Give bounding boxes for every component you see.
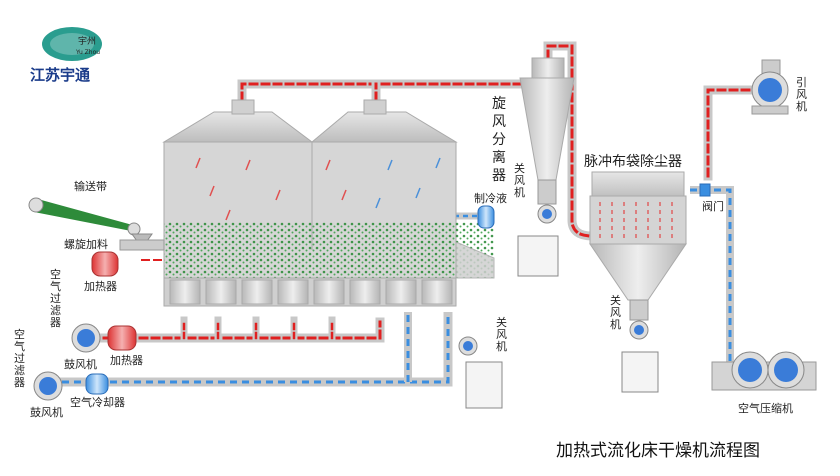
air-filter-2-label: 空 气 过 滤 器 <box>14 327 25 389</box>
fan-icon <box>774 358 798 382</box>
fan-icon <box>39 377 57 395</box>
svg-text:机: 机 <box>496 339 507 353</box>
blower-1: 鼓风机 <box>64 323 101 371</box>
svg-text:器: 器 <box>50 316 61 329</box>
svg-text:器: 器 <box>14 376 25 389</box>
coolant-label: 制冷液 <box>474 191 507 205</box>
valve-icon <box>699 183 711 197</box>
cyclone-separator: 旋 风 分 离 器 关 风 机 <box>492 57 575 277</box>
svg-text:气: 气 <box>50 279 61 293</box>
logo-text-en: Yu Zhou <box>75 49 100 56</box>
svg-text:空: 空 <box>14 327 25 341</box>
blower-2-label: 鼓风机 <box>30 405 63 419</box>
air-compressor: 空气压缩机 <box>711 351 817 415</box>
svg-text:过: 过 <box>50 292 61 305</box>
svg-text:关: 关 <box>496 315 507 329</box>
svg-text:风: 风 <box>514 174 525 187</box>
rotary-valve-icon <box>542 209 552 219</box>
heater-2-label: 加热器 <box>110 354 143 367</box>
pulley-icon <box>127 222 141 236</box>
rotary-valve-icon <box>463 341 473 351</box>
svg-text:旋: 旋 <box>492 96 506 112</box>
svg-text:风: 风 <box>492 114 506 130</box>
blower-1-label: 鼓风机 <box>64 357 97 371</box>
svg-text:滤: 滤 <box>14 364 25 377</box>
diagram-title: 加热式流化床干燥机流程图 <box>556 441 760 461</box>
svg-text:机: 机 <box>610 317 621 331</box>
air-compressor-label: 空气压缩机 <box>738 401 793 415</box>
fan-icon <box>758 78 782 102</box>
heater-icon <box>107 325 137 351</box>
heater-1-label: 加热器 <box>84 280 117 293</box>
svg-text:离: 离 <box>492 149 506 166</box>
air-cooler: 空气冷却器 <box>70 373 125 409</box>
svg-text:机: 机 <box>796 99 807 113</box>
fan-icon <box>77 329 95 347</box>
coolant-unit: 制冷液 <box>474 191 507 229</box>
rotary-valve-1: 关 风 机 <box>458 315 507 409</box>
valve: 阀门 <box>699 183 724 213</box>
svg-text:引: 引 <box>796 75 807 89</box>
svg-text:器: 器 <box>492 168 506 184</box>
heater-2: 加热器 <box>107 325 143 367</box>
blower-2: 鼓风机 <box>30 371 63 419</box>
particle-bed <box>164 222 494 278</box>
pulse-bag-filter: 脉冲布袋除尘器 关 风 机 <box>584 154 687 393</box>
fan-icon <box>738 358 762 382</box>
cooler-icon <box>85 373 109 395</box>
svg-text:过: 过 <box>14 352 25 365</box>
screw-feeder <box>119 239 165 251</box>
logo-text-cn: 宇州 <box>78 35 96 47</box>
svg-text:关: 关 <box>610 293 621 307</box>
fluid-bed-dryer <box>162 99 495 307</box>
logo-ellipse-icon <box>42 27 102 61</box>
brand-logo: 宇州 Yu Zhou 江苏宇通 <box>30 27 102 84</box>
svg-text:关: 关 <box>514 161 525 175</box>
conveyor-belt: 输送带 螺旋加料 <box>28 179 165 251</box>
screw-feed-label: 螺旋加料 <box>64 237 108 251</box>
svg-text:风: 风 <box>496 328 507 341</box>
svg-text:风: 风 <box>610 306 621 319</box>
svg-text:气: 气 <box>14 339 25 353</box>
svg-text:风: 风 <box>796 88 807 101</box>
cooler-icon <box>477 205 495 229</box>
svg-text:空: 空 <box>50 267 61 281</box>
heater-icon <box>91 251 119 277</box>
air-cooler-label: 空气冷却器 <box>70 395 125 409</box>
pulley-icon <box>28 197 44 213</box>
heater-1: 加热器 <box>84 251 119 293</box>
valve-label: 阀门 <box>702 199 724 213</box>
air-filter-1-label: 空 气 过 滤 器 <box>50 267 61 329</box>
svg-text:机: 机 <box>514 185 525 199</box>
svg-text:滤: 滤 <box>50 304 61 317</box>
induced-fan: 引 风 机 <box>751 59 807 115</box>
svg-text:分: 分 <box>492 132 506 148</box>
bag-filter-label: 脉冲布袋除尘器 <box>584 154 682 170</box>
rotary-valve-icon <box>634 325 644 335</box>
brand-name: 江苏宇通 <box>30 66 90 84</box>
conveyor-label: 输送带 <box>74 179 107 193</box>
